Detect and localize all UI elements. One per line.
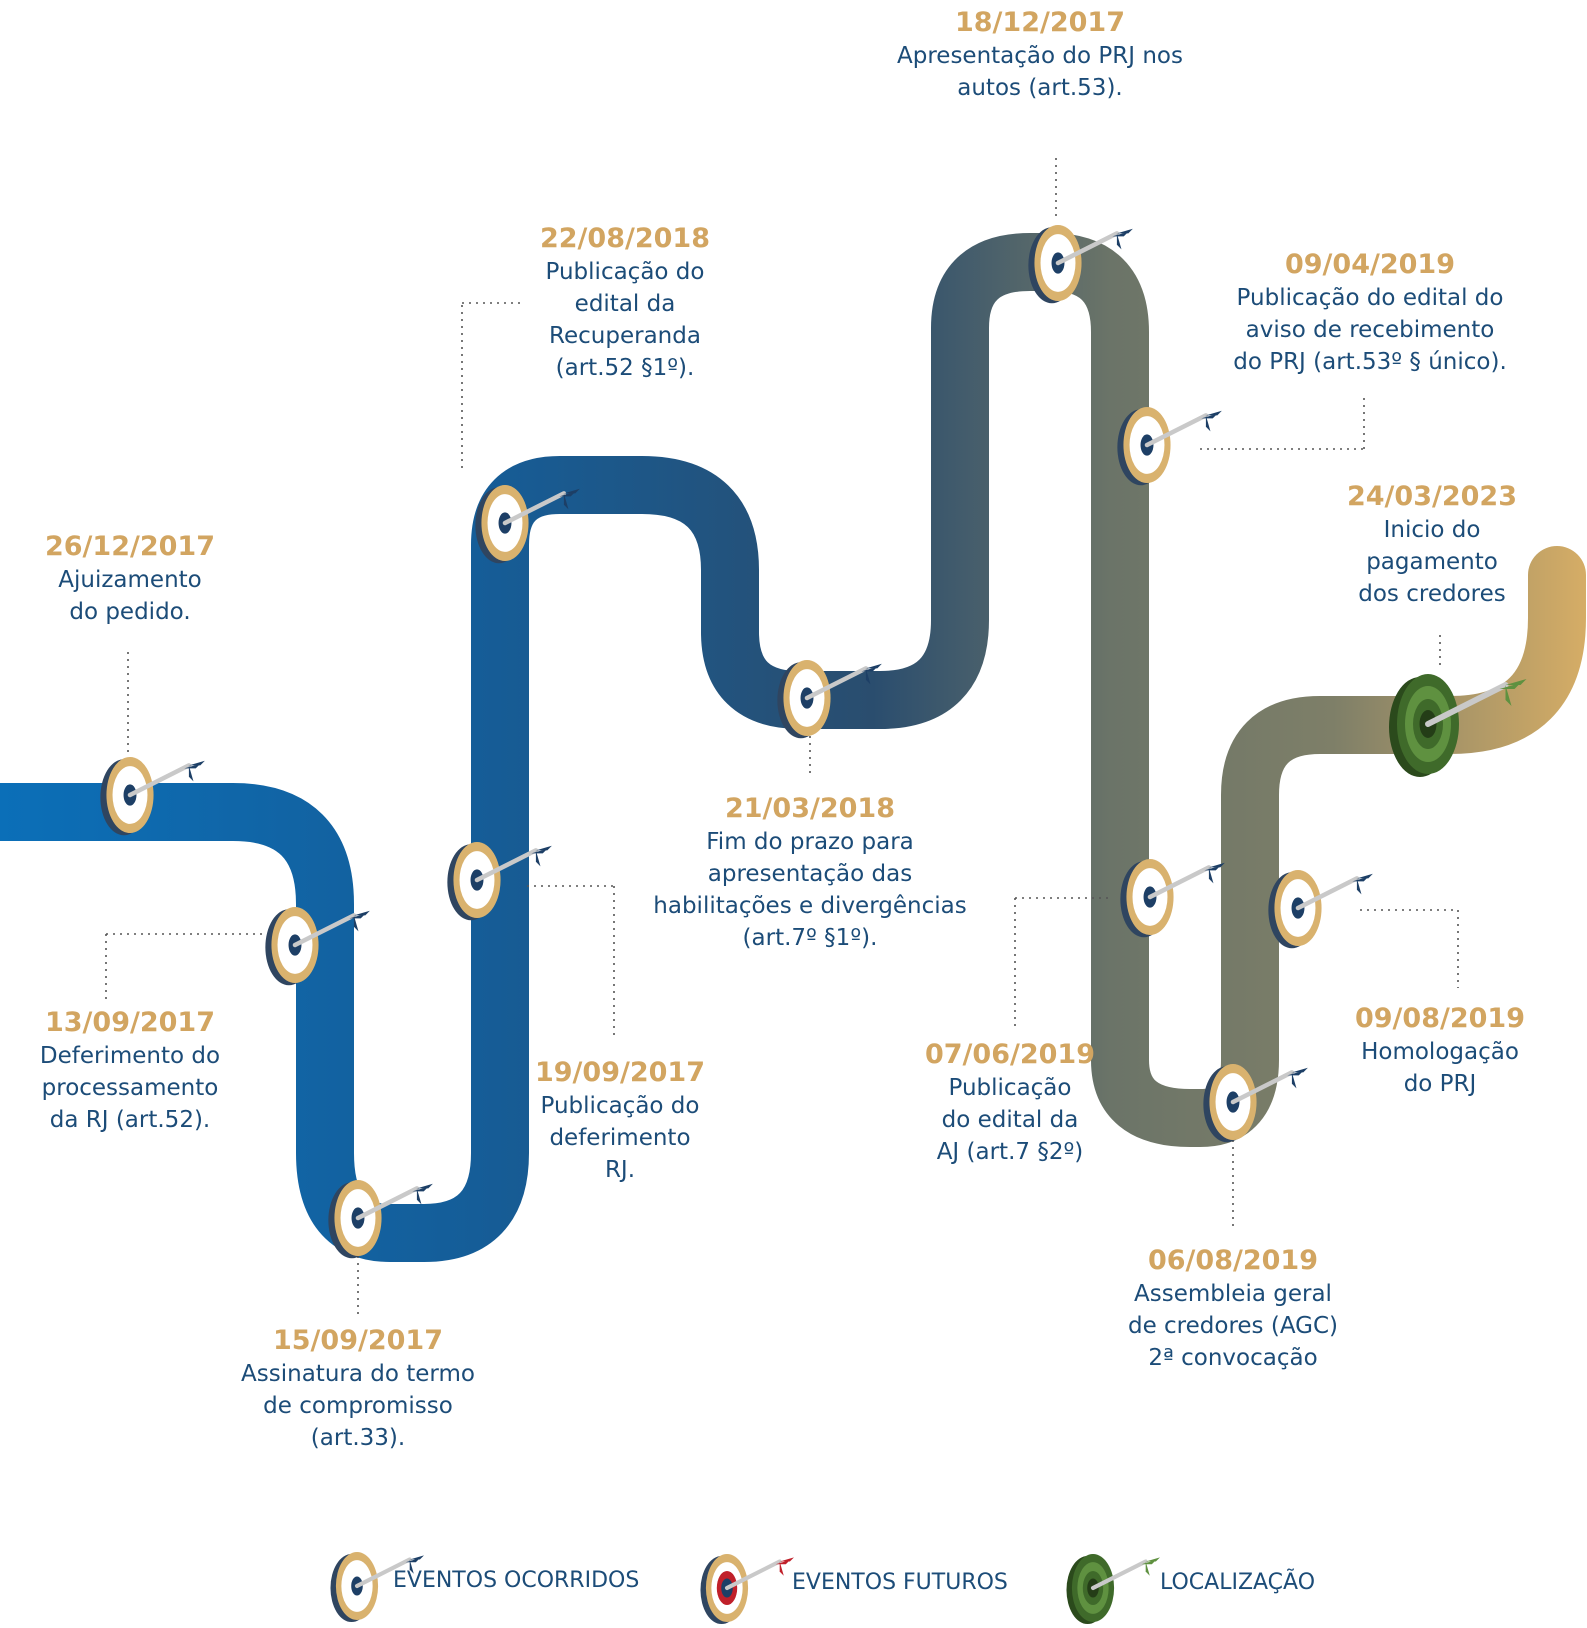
event-8: 09/04/2019 Publicação do edital do aviso… xyxy=(1175,248,1565,378)
event-date: 09/08/2019 xyxy=(1354,1003,1525,1034)
target-past-icon xyxy=(1268,870,1373,949)
target-past-icon xyxy=(330,1552,424,1623)
event-4: 19/09/2017 Publicação do deferimento RJ. xyxy=(450,1056,790,1186)
event-date: 24/03/2023 xyxy=(1346,481,1517,512)
target-past-icon xyxy=(1117,407,1222,486)
legend-future-label: EVENTOS FUTUROS xyxy=(792,1570,1008,1595)
event-description: Assembleia geral de credores (AGC) 2ª co… xyxy=(1127,1281,1339,1371)
event-date: 18/12/2017 xyxy=(954,7,1125,38)
target-past-icon xyxy=(265,907,370,986)
event-11: 09/08/2019 Homologação do PRJ xyxy=(1290,1002,1587,1100)
target-location-icon xyxy=(1389,674,1527,777)
event-date: 13/09/2017 xyxy=(44,1007,215,1038)
timeline-road xyxy=(0,233,1586,1262)
event-description: Apresentação do PRJ nos autos (art.53). xyxy=(897,43,1183,101)
target-past-icon xyxy=(100,757,205,836)
event-date: 19/09/2017 xyxy=(534,1057,705,1088)
event-6: 21/03/2018 Fim do prazo para apresentaçã… xyxy=(580,792,1040,954)
event-date: 22/08/2018 xyxy=(539,223,710,254)
event-description: Publicação do edital da AJ (art.7 §2º) xyxy=(936,1075,1084,1165)
event-description: Publicação do deferimento RJ. xyxy=(540,1093,700,1183)
target-past-icon xyxy=(328,1180,433,1259)
event-3: 15/09/2017 Assinatura do termo de compro… xyxy=(188,1324,528,1454)
event-10: 06/08/2019 Assembleia geral de credores … xyxy=(1063,1244,1403,1374)
target-past-icon xyxy=(447,842,552,921)
event-description: Homologação do PRJ xyxy=(1361,1039,1519,1097)
event-description: Publicação do edital da Recuperanda (art… xyxy=(545,259,705,381)
target-past-icon xyxy=(777,660,882,739)
legend-past-label: EVENTOS OCORRIDOS xyxy=(393,1568,640,1593)
target-past-icon xyxy=(475,485,580,564)
target-future-icon xyxy=(700,1554,794,1625)
target-location-icon xyxy=(1066,1554,1160,1625)
target-past-icon xyxy=(1028,225,1133,304)
target-past-icon xyxy=(1203,1064,1308,1143)
event-date: 21/03/2018 xyxy=(724,793,895,824)
event-description: Deferimento do processamento da RJ (art.… xyxy=(39,1043,221,1133)
event-date: 15/09/2017 xyxy=(272,1325,443,1356)
event-description: Assinatura do termo de compromisso (art.… xyxy=(241,1361,475,1451)
event-1: 26/12/2017 Ajuizamento do pedido. xyxy=(0,530,300,628)
event-date: 07/06/2019 xyxy=(924,1039,1095,1070)
event-date: 06/08/2019 xyxy=(1147,1245,1318,1276)
event-date: 09/04/2019 xyxy=(1284,249,1455,280)
legend-location-label: LOCALIZAÇÃO xyxy=(1160,1570,1316,1595)
event-description: Publicação do edital do aviso de recebim… xyxy=(1233,285,1507,375)
event-description: Fim do prazo para apresentação das habil… xyxy=(653,829,967,951)
event-description: Inicio do pagamento dos credores xyxy=(1358,517,1506,607)
event-12: 24/03/2023 Inicio do pagamento dos credo… xyxy=(1282,480,1582,610)
event-2: 13/09/2017 Deferimento do processamento … xyxy=(0,1006,300,1136)
event-description: Ajuizamento do pedido. xyxy=(58,567,202,625)
target-past-icon xyxy=(1120,859,1225,938)
event-7: 18/12/2017 Apresentação do PRJ nos autos… xyxy=(830,6,1250,104)
event-date: 26/12/2017 xyxy=(44,531,215,562)
event-5: 22/08/2018 Publicação do edital da Recup… xyxy=(455,222,795,384)
event-9: 07/06/2019 Publicação do edital da AJ (a… xyxy=(840,1038,1180,1168)
